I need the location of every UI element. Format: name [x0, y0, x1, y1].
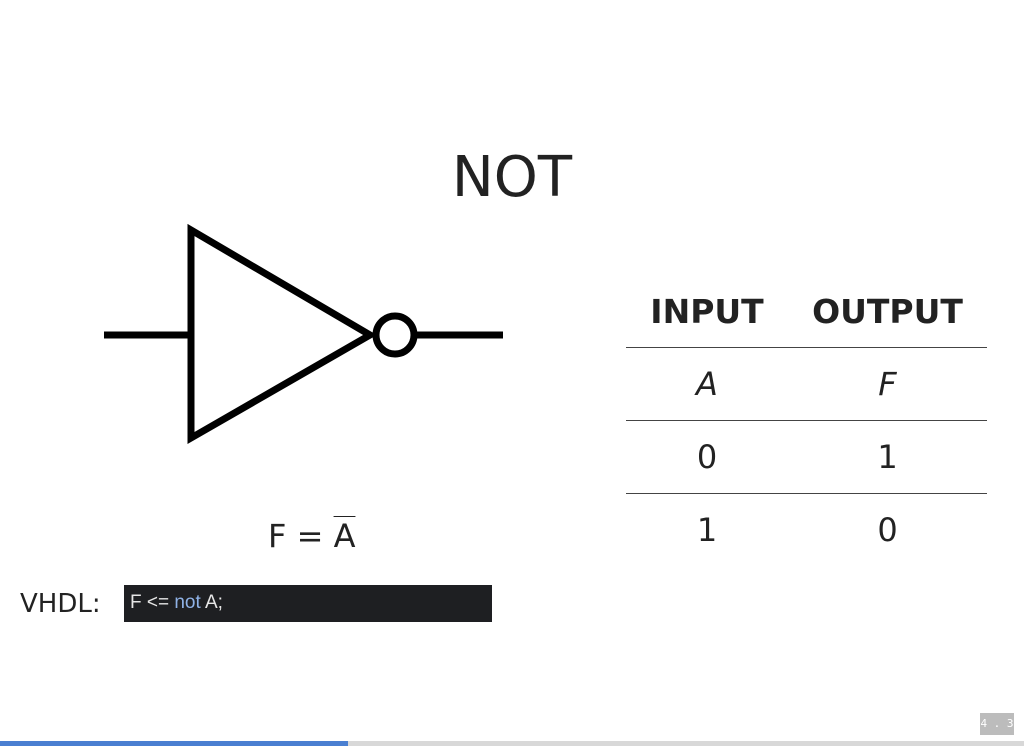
code-text-after: A; — [200, 592, 223, 613]
cell-output: 1 — [788, 420, 987, 494]
truth-table-header-row: INPUT OUTPUT — [626, 276, 987, 348]
progress-fill — [0, 741, 349, 746]
not-gate-icon — [104, 223, 503, 445]
vhdl-code-block[interactable]: F <= not A; — [124, 585, 492, 622]
header-input: INPUT — [626, 276, 788, 348]
header-output: OUTPUT — [788, 276, 987, 348]
equation-operand-negated: A — [333, 517, 356, 555]
equation-lhs: F = — [268, 517, 334, 555]
slide-number: 4 . 3 — [980, 713, 1014, 735]
variable-input: A — [626, 347, 788, 421]
gate-triangle — [187, 223, 377, 445]
gate-inversion-bubble — [372, 312, 418, 358]
table-row: 1 0 — [626, 494, 987, 567]
code-keyword: not — [174, 592, 201, 613]
vhdl-label: VHDL: — [20, 589, 101, 619]
truth-table: INPUT OUTPUT A F 0 1 1 0 — [626, 276, 987, 566]
variable-output: F — [788, 347, 987, 421]
cell-input: 0 — [626, 420, 788, 494]
progress-bar[interactable] — [0, 741, 1024, 746]
cell-input: 1 — [696, 511, 718, 549]
truth-table-variable-row: A F — [626, 347, 987, 421]
table-row: 0 1 — [626, 420, 987, 494]
slide-title: NOT — [451, 144, 573, 210]
code-text-before: F <= — [130, 592, 175, 613]
boolean-equation: F = A — [268, 512, 355, 560]
cell-output: 0 — [877, 511, 898, 549]
